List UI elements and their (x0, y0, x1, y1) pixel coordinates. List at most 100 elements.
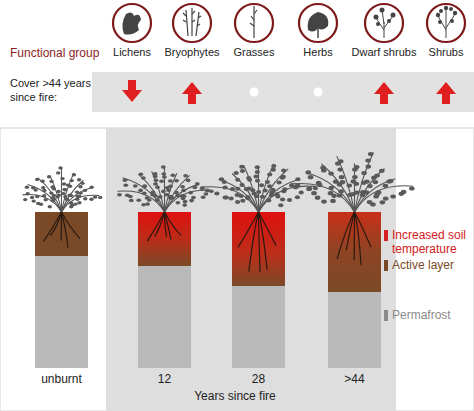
branch (117, 191, 164, 212)
leaf (25, 186, 29, 189)
leaf (123, 178, 128, 182)
leaf (306, 187, 312, 191)
leaf (176, 201, 181, 205)
leaf (155, 186, 160, 190)
leaf (295, 177, 300, 181)
leaf (337, 193, 343, 197)
branch (28, 184, 62, 212)
root (155, 212, 165, 237)
leaf (313, 186, 318, 190)
leaf (281, 175, 286, 179)
branch (202, 187, 259, 212)
leaf (253, 175, 258, 179)
leaf (30, 196, 34, 199)
root (249, 212, 259, 272)
leaf (306, 170, 312, 174)
branch (50, 176, 61, 212)
leaf (311, 191, 317, 195)
leaf (50, 185, 54, 188)
leaf (205, 189, 210, 193)
legend-entry: Active layer (392, 258, 472, 272)
group-label: Shrubs (426, 46, 466, 58)
leaf (158, 195, 163, 199)
leaf (255, 179, 260, 183)
leaf (98, 196, 102, 199)
leaf (383, 197, 389, 201)
leaf (161, 172, 166, 176)
leaf (320, 166, 326, 170)
root (355, 212, 371, 247)
leaf (254, 194, 259, 198)
root (62, 212, 81, 239)
leaf (153, 194, 158, 198)
leaf (63, 195, 67, 198)
leaf (90, 186, 94, 189)
group-label: Herbs (298, 46, 338, 58)
root (165, 212, 171, 239)
leaf (136, 198, 141, 202)
leaf (281, 169, 286, 173)
leaf (200, 186, 205, 190)
leaf (409, 186, 415, 190)
leaf (72, 173, 76, 176)
leaf (129, 199, 134, 203)
leaf (230, 187, 235, 191)
branch (62, 188, 92, 212)
icon-glyphs (122, 6, 457, 38)
root (61, 212, 63, 241)
leaf (316, 181, 322, 185)
branch (138, 174, 164, 212)
leaf (145, 196, 150, 200)
leaf (338, 189, 344, 193)
leaf (246, 187, 251, 191)
leaf (35, 195, 39, 198)
leaf (235, 187, 240, 191)
leaf (142, 184, 147, 188)
soil-column: unburnt (35, 212, 88, 386)
axis-title: Years since fire (0, 389, 470, 403)
leaf (162, 175, 167, 179)
leaf (49, 180, 53, 183)
leaf (44, 198, 48, 201)
legend-swatch (384, 230, 388, 241)
branch (122, 178, 164, 212)
leaf (41, 186, 45, 189)
branch (259, 186, 317, 212)
leaf (267, 173, 272, 177)
leaf (150, 190, 155, 194)
leaf (328, 172, 334, 176)
leaf (77, 178, 81, 181)
leaf (229, 197, 234, 201)
leaf (168, 179, 173, 183)
icon-circles (113, 4, 465, 42)
leaf (293, 185, 299, 189)
root (50, 212, 61, 236)
row-heading: Cover >44 years since fire: (10, 76, 92, 104)
leaf (117, 193, 122, 197)
leaf (280, 176, 285, 180)
leaf (245, 195, 250, 199)
leaf (333, 180, 339, 184)
leaf (374, 173, 380, 177)
leaf (328, 191, 334, 195)
leaf (347, 183, 353, 187)
group-label: Dwarf shrubs (350, 46, 419, 58)
soil-column: 12 (138, 212, 191, 386)
leaf (123, 184, 128, 188)
cover-band (92, 72, 474, 112)
leaf (139, 173, 144, 177)
leaf (141, 203, 146, 207)
leaf (142, 192, 147, 196)
leaf (58, 166, 62, 169)
root (259, 212, 277, 246)
leaf (390, 194, 396, 198)
leaf (89, 198, 93, 201)
burnt-ground (106, 128, 396, 411)
leaf (278, 203, 283, 207)
leaf (339, 175, 345, 179)
leaf (223, 186, 228, 190)
years-label: 28 (232, 372, 285, 386)
branch (219, 180, 259, 212)
